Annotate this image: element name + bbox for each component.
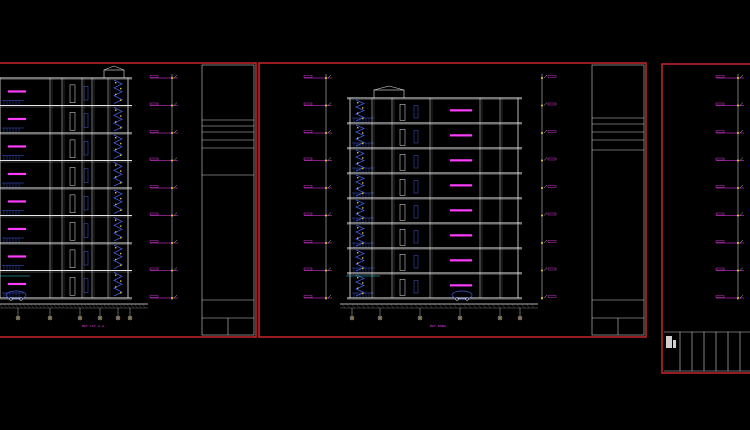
sheet-1-building-section (0, 65, 148, 321)
sheet-2-level-markers (303, 74, 332, 300)
sheet-1[interactable] (0, 62, 257, 338)
sheet-3[interactable] (661, 63, 750, 374)
sheet-3-title-block (664, 331, 750, 372)
sheet-2-frame (258, 62, 647, 338)
sheet-2-caption: MẶT ĐỨNG (430, 324, 447, 328)
sheet-1-title-block (201, 64, 255, 336)
sheet-2-level-markers-right (541, 74, 557, 300)
sheet-2-building-elevation (340, 85, 538, 321)
sheet-2[interactable] (258, 62, 647, 338)
sheet-1-frame (0, 62, 257, 338)
sheet-3-frame (661, 63, 750, 374)
sheet-3-level-markers (715, 74, 744, 300)
sheet-1-caption: MẶT CẮT A-A (82, 324, 105, 328)
sheet-2-title-block (591, 64, 645, 336)
sheet-1-level-markers (149, 74, 178, 300)
